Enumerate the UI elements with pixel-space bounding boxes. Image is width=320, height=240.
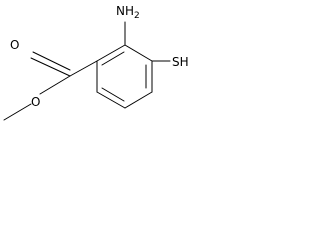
- structure-canvas: NH2 SH O O: [0, 0, 205, 150]
- ring-bond-c5-c6: [96, 91, 126, 109]
- ring-bond-c1-c2-inner: [101, 51, 125, 66]
- molecule-diagram: NH2 SH O O: [3, 4, 189, 121]
- ester-oxygen-label: O: [31, 95, 40, 109]
- ring-bond-c5-c6-inner: [101, 87, 125, 102]
- thiol-label: SH: [172, 55, 189, 69]
- amine-label: NH2: [116, 4, 140, 21]
- carbonyl-oxygen-label: O: [10, 38, 19, 52]
- bond-c-o-double-a: [30, 57, 71, 77]
- bond-c-o-double-b: [32, 51, 71, 71]
- ring-bond-c4-c5: [124, 91, 153, 109]
- benzene-ring: [96, 44, 153, 109]
- bond-ring-carbonyl-carbon: [69, 60, 98, 77]
- bond-c-o-single: [39, 75, 71, 95]
- ring-bond-c2-c3: [124, 44, 153, 62]
- bond-o-methyl: [3, 103, 32, 121]
- ring-bond-c1-c2: [96, 44, 126, 62]
